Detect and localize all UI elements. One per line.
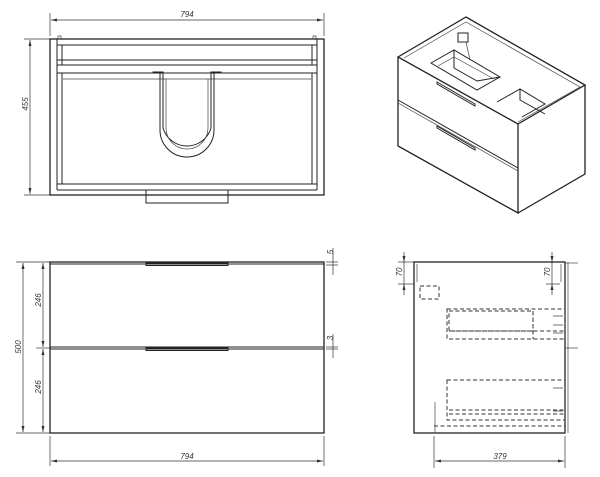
side-depth-dimension: 379 [493,452,507,461]
bracket-right-dimension: 70 [543,267,552,276]
isometric-view [396,16,587,215]
drawer-bottom-height-dimension: 246 [34,380,43,395]
top-width-dimension: 794 [180,10,194,19]
top-depth-dimension: 455 [21,97,30,111]
front-height-dimension: 500 [14,340,23,354]
top-view: 794 455 [21,10,325,204]
front-width-dimension: 794 [180,452,194,461]
bracket-left-dimension: 70 [395,267,404,276]
side-view: 70 70 379 [395,252,578,468]
gap-middle-dimension: 3 [326,335,335,340]
front-view: 500 246 246 5 3 794 [14,248,338,466]
gap-top-dimension: 5 [326,249,335,254]
drawer-top-height-dimension: 246 [34,293,43,308]
